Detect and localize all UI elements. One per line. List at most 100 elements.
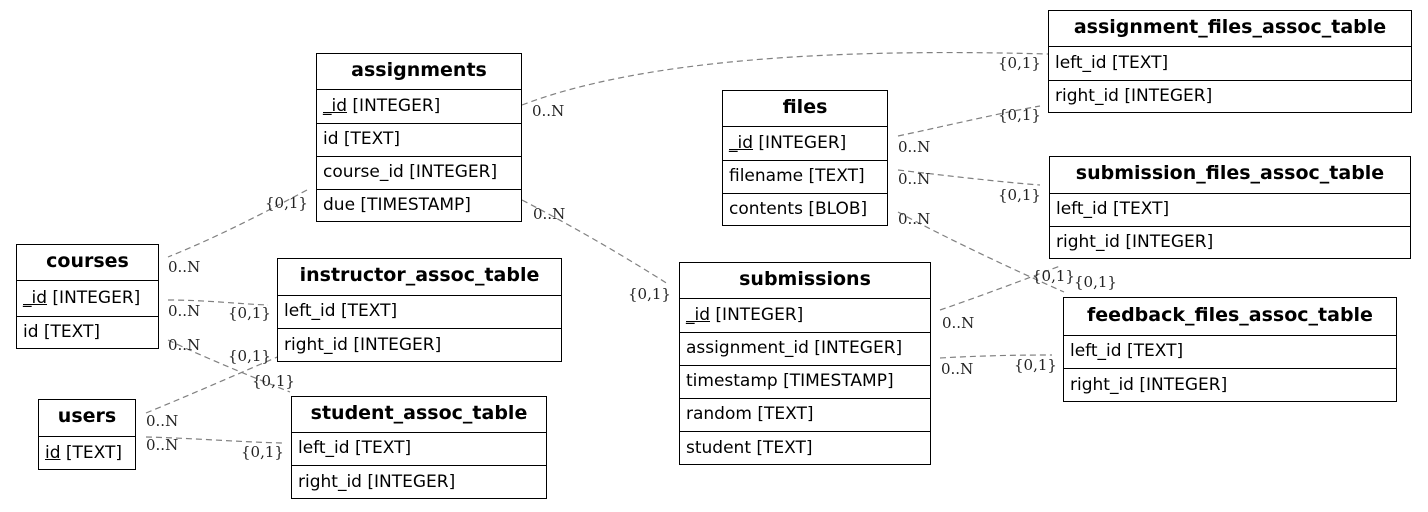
field-name: assignment_id [686, 338, 809, 358]
field-type: [TEXT] [751, 404, 814, 424]
field-type: [INTEGER] [1133, 375, 1228, 395]
entity-field: id [TEXT] [39, 437, 135, 471]
cardinality-label: 0..N [146, 436, 178, 454]
entity-courses: courses_id [INTEGER]id [TEXT] [16, 244, 159, 349]
cardinality-label: {0,1} [1014, 356, 1057, 374]
entity-field: due [TIMESTAMP] [317, 190, 521, 223]
entity-field: filename [TEXT] [723, 161, 887, 194]
field-name: random [686, 404, 752, 424]
entity-title: submissions [680, 263, 930, 299]
primary-key-name: _id [23, 288, 48, 308]
entity-field: _id [INTEGER] [17, 281, 158, 317]
field-name: filename [729, 166, 804, 186]
entity-field: left_id [TEXT] [1050, 194, 1410, 227]
cardinality-label: {0,1} [265, 194, 308, 212]
field-type: [BLOB] [802, 199, 868, 219]
primary-key-name: _id [729, 133, 754, 153]
field-type: [TEXT] [1106, 53, 1169, 73]
cardinality-label: 0..N [942, 314, 974, 332]
entity-title: courses [17, 245, 158, 281]
field-type: [TEXT] [803, 166, 865, 186]
field-name: left_id [284, 301, 336, 321]
entity-field: left_id [TEXT] [292, 433, 546, 466]
relationship-edge [167, 299, 269, 306]
entity-field: left_id [TEXT] [278, 296, 561, 329]
entity-field: id [TEXT] [317, 124, 521, 157]
cardinality-label: {0,1} [628, 285, 671, 303]
cardinality-label: {0,1} [1074, 273, 1117, 291]
field-type: [TEXT] [1121, 341, 1184, 361]
relationship-edge [897, 105, 1041, 137]
cardinality-label: 0..N [168, 258, 200, 276]
cardinality-label: {0,1} [228, 304, 271, 322]
entity-files: files_id [INTEGER]filename [TEXT]content… [722, 90, 888, 226]
entity-field: _id [INTEGER] [723, 127, 887, 161]
relationship-edge [167, 339, 291, 393]
cardinality-label: 0..N [146, 412, 178, 430]
field-type: [TEXT] [1107, 199, 1170, 219]
cardinality-label: {0,1} [998, 54, 1041, 72]
field-name: right_id [1055, 86, 1119, 106]
field-name: due [323, 195, 356, 215]
entity-field: student [TEXT] [680, 432, 930, 466]
entity-field: right_id [INTEGER] [1064, 369, 1396, 403]
field-type: [INTEGER] [808, 338, 903, 358]
field-name: left_id [1056, 199, 1108, 219]
cardinality-label: 0..N [168, 336, 200, 354]
field-name: right_id [1056, 232, 1120, 252]
entity-field: left_id [TEXT] [1049, 47, 1411, 81]
entity-field: _id [INTEGER] [317, 90, 521, 124]
entity-field: right_id [INTEGER] [278, 329, 561, 363]
relationship-edge [145, 436, 283, 444]
relationship-edge [521, 51, 1049, 106]
entity-submissions: submissions_id [INTEGER] assignment_id [I… [679, 262, 931, 465]
cardinality-label: 0..N [898, 210, 930, 228]
entity-title: feedback_files_assoc_table [1064, 298, 1396, 336]
cardinality-label: 0..N [898, 138, 930, 156]
entity-field: id [TEXT] [17, 317, 158, 350]
cardinality-label: 0..N [532, 102, 564, 120]
cardinality-label: 0..N [533, 205, 565, 223]
field-type: [TEXT] [60, 443, 123, 463]
entity-field: left_id [TEXT] [1064, 336, 1396, 369]
primary-key-name: _id [323, 96, 348, 116]
relationship-edge [897, 211, 1065, 293]
field-name: student [686, 438, 751, 458]
cardinality-label: {0,1} [998, 106, 1041, 124]
cardinality-label: {0,1} [998, 186, 1041, 204]
entity-field: right_id [INTEGER] [292, 466, 546, 500]
field-name: right_id [284, 335, 348, 355]
field-name: timestamp [686, 371, 778, 391]
field-name: left_id [1070, 341, 1122, 361]
cardinality-label: {0,1} [228, 347, 271, 365]
cardinality-label: {0,1} [1032, 267, 1075, 285]
entity-field: random [TEXT] [680, 399, 930, 432]
entity-field: _id [INTEGER] [680, 299, 930, 333]
field-type: [INTEGER] [347, 335, 442, 355]
field-type: [INTEGER] [47, 288, 141, 308]
field-type: [TIMESTAMP] [777, 371, 894, 391]
cardinality-label: 0..N [941, 360, 973, 378]
field-type: [TIMESTAMP] [355, 195, 471, 215]
entity-field: contents [BLOB] [723, 194, 887, 227]
field-name: contents [729, 199, 803, 219]
field-type: [INTEGER] [403, 162, 498, 182]
entity-assignments: assignments_id [INTEGER]id [TEXT]course_… [316, 53, 522, 222]
relationship-edge [939, 265, 1061, 311]
entity-title: files [723, 91, 887, 127]
cardinality-label: 0..N [168, 302, 200, 320]
field-name: right_id [298, 472, 362, 492]
field-type: [INTEGER] [1119, 232, 1214, 252]
entity-field: course_id [INTEGER] [317, 157, 521, 190]
field-type: [INTEGER] [361, 472, 456, 492]
field-name: right_id [1070, 375, 1134, 395]
field-name: course_id [323, 162, 404, 182]
field-type: [TEXT] [338, 129, 401, 149]
field-type: [INTEGER] [1118, 86, 1213, 106]
